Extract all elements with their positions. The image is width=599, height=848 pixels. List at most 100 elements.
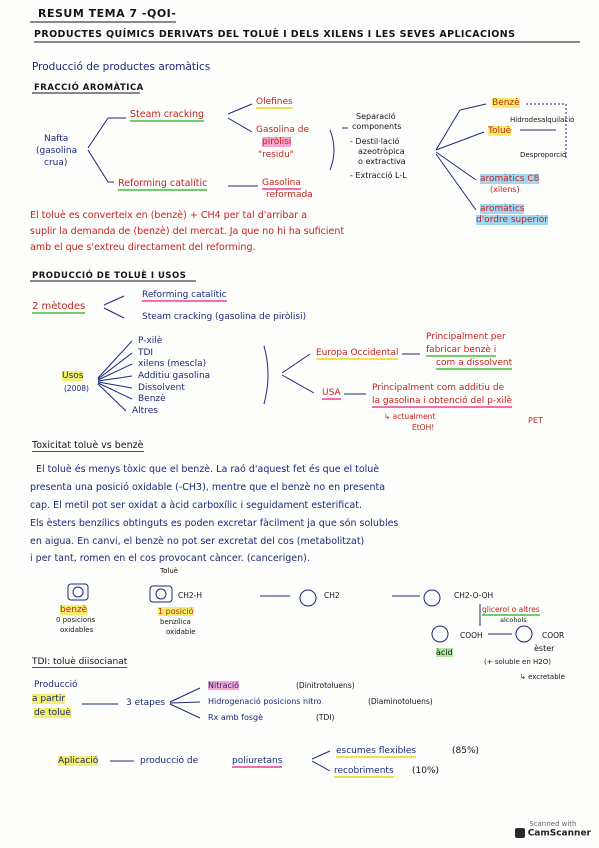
separacio-6: - Extracció L-L [350,171,407,180]
separacio-4: azeotròpica [358,147,405,156]
escumes-pct: (85%) [452,746,480,756]
aplicacio: Aplicació [58,756,99,766]
gasolina-pirolisi-3: "residu" [258,150,294,160]
scanned-with-label: Scanned with [529,819,577,828]
ch2-label: CH2 [324,591,340,600]
nafta-label-3: crua) [44,158,68,168]
etapa-2-prod: (Diaminotoluens) [368,697,433,706]
europa: Europa Occidental [316,348,399,360]
tolue: Toluè [488,126,512,136]
uso-pxile: P-xilè [138,336,163,346]
uso-tdi: TDI [138,348,154,358]
separacio-2: components [352,122,402,131]
reforming: Reforming catalític [118,178,208,191]
usa-actual-1: ↳ actualment [384,412,436,421]
tox-para-5: en aigua. En canvi, el benzè no pot ser … [30,536,365,547]
recobriments: recobriments [334,766,394,778]
posicio-label-3: oxidable [166,628,196,636]
etapa-2: Hidrogenació posicions nitro [208,697,322,706]
coor-label: COOR [542,631,565,640]
steam-cracking: Steam cracking [130,109,205,122]
etapa-3-prod: (TDI) [316,713,335,722]
ester-label: èster [534,644,555,653]
ch2oh-label: CH2-O-OH [454,591,494,600]
nafta-label-2: (gasolina [36,146,78,156]
cooh-label: COOH [460,631,483,640]
poliuretans: poliuretans [232,756,283,768]
tox-para-2: presenta una posició oxidable (-CH3), me… [30,482,386,493]
tox-para-6: i per tant, romen en el cos provocant cà… [30,553,310,564]
camscanner-brand: CamScanner [514,827,591,838]
camscanner-logo-icon [514,827,525,838]
section-heading-2: PRODUCCIÓ DE TOLUÈ I USOS [32,271,187,281]
section-subheading: FRACCIÓ AROMÀTICA [34,83,144,93]
section-heading: Producció de productes aromàtics [32,61,211,73]
usos-label: Usos [62,371,84,381]
uso-xilens: xilens (mescla) [138,359,207,369]
page-title: RESUM TEMA 7 -QOI- [38,7,177,20]
usa-actual-2: EtOH! [412,423,435,432]
note-line-1: El toluè es converteix en (benzè) + CH4 … [30,210,308,221]
excretable-label: ↳ excretable [520,673,565,681]
benze-label-2: 0 posicions [56,616,96,624]
usa-txt-2: la gasolina i obtenció del p-xilè [372,396,512,408]
uso-altres: Altres [132,406,158,416]
gasolina-reformada-2: reformada [266,190,313,200]
section-heading-3: Toxicitat toluè vs benzè [32,440,144,452]
usos-year: (2008) [64,384,89,393]
metode-2: Steam cracking (gasolina de piròlisi) [142,312,307,322]
page-subtitle: PRODUCTES QUÍMICS DERIVATS DEL TOLUÈ I D… [34,29,516,40]
etapa-3: Rx amb fosgè [208,713,264,722]
gasolina-pirolisi: Gasolina de [256,125,310,135]
usa-txt-1: Principalment com additiu de [372,383,505,393]
separacio-3: - Destil·lació [350,137,400,146]
benze: Benzè [492,98,520,108]
europa-txt-2: fabricar benzè i [426,345,497,357]
metodes: 2 mètodes [32,301,86,314]
aromatics-superior-2: d'ordre superior [476,215,548,225]
note-line-3: amb el que s'extreu directament del refo… [30,242,256,253]
aromatics-c8: aromàtics C8 [480,174,540,184]
tox-para-3: cap. El metil pot ser oxidat a àcid carb… [30,500,362,511]
etapa-1: Nitració [208,681,240,690]
gasolina-reformada: Gasolina [262,178,301,190]
section-heading-4: TDI: toluè diisocianat [32,657,128,668]
escumes: escumes flexibles [336,746,417,758]
aplicacio-txt: producció de [140,756,199,766]
separacio-1: Separació [356,112,396,121]
recobriments-pct: (10%) [412,766,440,776]
glicerol-label: glicerol o altres [482,605,540,616]
hidrodesalquilacio: Hidrodesalquilació [510,116,575,124]
etapa-1-prod: (Dinitrotoluens) [296,681,355,690]
tdi-prod-1: Producció [34,680,78,690]
aromatics-superior: aromàtics [480,204,525,214]
tox-para-1: El toluè és menys tòxic que el benzè. La… [36,464,380,475]
tdi-etapes: 3 etapes [126,698,166,708]
benze-label: benzè [60,605,88,615]
gasolina-pirolisi-2: piròlisi [262,137,292,147]
benze-label-3: oxidables [60,626,94,634]
ester-sol-label: (+ soluble en H2O) [484,658,551,666]
desproporcio: Desproporció [520,151,567,159]
tox-para-4: Els èsters benzílics obtinguts es poden … [30,518,399,529]
nafta-label: Nafta [44,134,69,144]
aromatics-c8-2: (xilens) [490,185,520,194]
pet: PET [528,416,543,425]
ch2h-label: CH2-H [178,591,202,600]
glicerol-label-2: alcohols [500,616,527,624]
uso-benze: Benzè [138,394,166,404]
acid-label: àcid [436,648,453,657]
note-line-2: suplir la demanda de (benzè) del mercat.… [30,226,345,237]
posicio-label-2: benzílica [160,618,191,626]
uso-dissolvent: Dissolvent [138,383,185,393]
olefines: Olefines [256,97,293,109]
europa-txt-1: Principalment per [426,332,506,342]
tolue-label: Toluè [160,567,179,575]
camscanner-watermark: Scanned with CamScanner [514,819,591,838]
posicio-label: 1 posició [158,607,194,616]
tdi-prod-3: de toluè [34,708,71,718]
tdi-prod-2: a partir [32,694,66,704]
usa: USA [322,388,341,400]
